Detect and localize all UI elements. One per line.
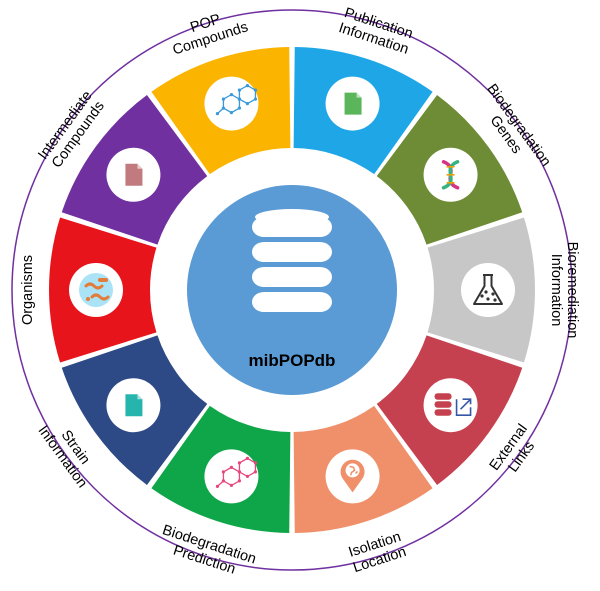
molecule-icon	[204, 76, 259, 131]
segment-label-organisms: Organisms	[20, 255, 36, 325]
segment-biodegradation-prediction[interactable]	[151, 405, 291, 533]
dna-icon	[423, 147, 478, 202]
center-hub[interactable]: mibPOPdb	[187, 185, 397, 395]
bacteria-icon	[69, 263, 123, 317]
segment-label-line: Information	[548, 254, 564, 327]
segment-organisms[interactable]	[49, 217, 157, 363]
segment-pop-compounds[interactable]	[151, 47, 291, 175]
segment-external-links[interactable]	[376, 335, 523, 485]
database-link-icon	[423, 378, 478, 433]
document-icon	[106, 378, 161, 433]
segment-intermediate-compounds[interactable]	[61, 95, 208, 245]
document-icon	[325, 76, 380, 131]
outer-ring-outline	[11, 9, 573, 571]
flask-icon	[461, 263, 515, 317]
segment-label-line: Bioremediation	[564, 242, 580, 339]
segments-layer	[49, 47, 535, 533]
segment-label-bioremediation-information: BioremediationInformation	[548, 242, 580, 339]
segment-label-pop-compounds: POPCompounds	[166, 4, 250, 59]
segment-label-external-links: ExternalLinks	[487, 421, 544, 483]
segment-label-isolation-location: IsolationLocation	[346, 529, 408, 576]
segment-biodegradation-genes[interactable]	[376, 95, 523, 245]
segment-label-line: Organisms	[20, 255, 36, 325]
document-icon	[106, 147, 161, 202]
center-label: mibPOPdb	[249, 351, 336, 370]
globe-pin-icon	[325, 449, 380, 504]
segment-strain-information[interactable]	[61, 335, 208, 485]
segment-isolation-location[interactable]	[293, 405, 433, 533]
segment-publication-information[interactable]	[293, 47, 433, 175]
center-circle[interactable]	[187, 185, 397, 395]
segment-label-publication-information: PublicationInformation	[337, 5, 416, 58]
database-icon	[252, 209, 332, 312]
segment-label-biodegradation-prediction: BiodegradationPrediction	[155, 522, 258, 583]
segment-bioremediation-information[interactable]	[427, 217, 535, 363]
molecule-icon	[204, 449, 259, 504]
